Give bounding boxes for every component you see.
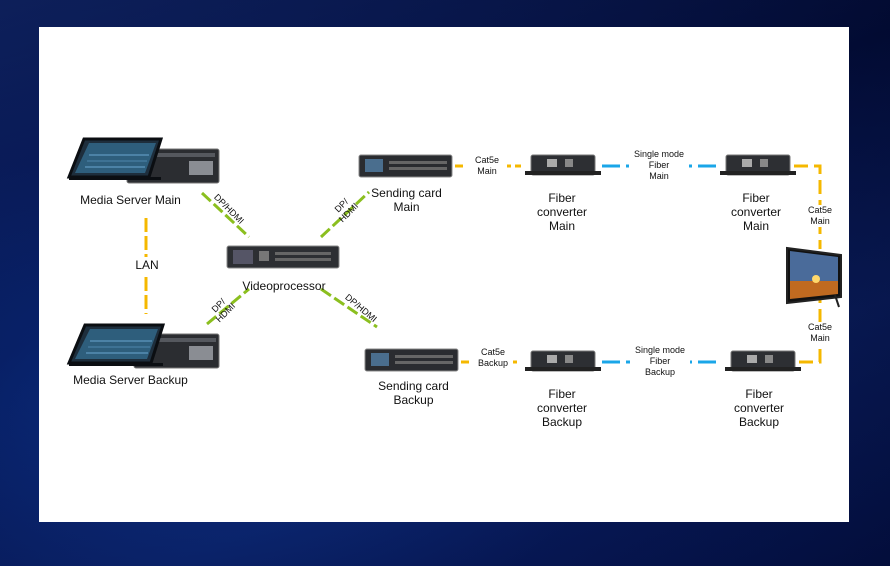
- fiber-converter-backup-1-label: Fiber converter Backup: [527, 387, 597, 429]
- cat5e-backup-label-line2: Backup: [477, 358, 509, 368]
- sm-fiber-main-line2: Fiber: [648, 160, 670, 170]
- cat5e-main-label-1-line2: Main: [477, 166, 497, 176]
- fcb2-line2: converter: [733, 401, 785, 415]
- lan-label: LAN: [127, 258, 167, 272]
- fcm1-line1: Fiber: [548, 191, 576, 205]
- sending-card-main-line2: Main: [393, 200, 420, 214]
- sending-card-main-label: Sending card Main: [359, 186, 454, 214]
- cat5e-main-label-1-line1: Cat5e: [474, 155, 500, 165]
- fiber-converter-backup-2-label: Fiber converter Backup: [724, 387, 794, 429]
- fcb1-line3: Backup: [541, 415, 583, 429]
- cat5e-main-label-2-line2: Main: [810, 216, 830, 226]
- sending-card-backup-label: Sending card Backup: [366, 379, 461, 407]
- fiber-converter-main-2-image: [720, 154, 796, 176]
- sending-card-main-line1: Sending card: [371, 186, 442, 200]
- sm-fiber-backup-line3: Backup: [644, 367, 676, 377]
- fcb2-line1: Fiber: [745, 387, 773, 401]
- fcm1-line2: converter: [536, 205, 588, 219]
- fcm2-line3: Main: [742, 219, 769, 233]
- fiber-converter-main-1-image: [525, 154, 601, 176]
- videoprocessor-image: [226, 245, 340, 269]
- fiber-converter-backup-2-image: [725, 350, 801, 372]
- diagram-slide: Media Server Main Media Server Backup LA…: [39, 27, 849, 522]
- hdmi-link-3: [319, 190, 371, 239]
- led-display-image: [786, 246, 842, 308]
- cat5e-main-label-3-line1: Cat5e: [807, 322, 833, 332]
- cat5e-main-label-3-line2: Main: [810, 333, 830, 343]
- sending-card-main-image: [358, 154, 453, 178]
- fiber-converter-backup-1-image: [525, 350, 601, 372]
- media-server-main-label: Media Server Main: [80, 193, 181, 207]
- sending-card-backup-line1: Sending card: [378, 379, 449, 393]
- cat5e-main-label-1: Cat5e Main: [467, 155, 507, 177]
- media-server-main-image: [66, 137, 220, 184]
- fcm2-line1: Fiber: [742, 191, 770, 205]
- hdmi-link-4: [320, 287, 378, 329]
- cat5e-backup-label: Cat5e Backup: [473, 347, 513, 369]
- sm-fiber-backup-line2: Fiber: [649, 356, 671, 366]
- cat5e-main-label-2-line1: Cat5e: [807, 205, 833, 215]
- connection-lines: [66, 137, 842, 372]
- sm-fiber-main-line3: Main: [649, 171, 669, 181]
- fcm2-line2: converter: [730, 205, 782, 219]
- media-server-backup-image: [66, 323, 220, 369]
- cat5e-main-link-3: [799, 295, 822, 364]
- fcm1-line3: Main: [548, 219, 575, 233]
- single-mode-fiber-main-label: Single mode Fiber Main: [629, 149, 689, 182]
- fcb1-line2: converter: [536, 401, 588, 415]
- fiber-converter-main-1-label: Fiber converter Main: [527, 191, 597, 233]
- cat5e-backup-label-line1: Cat5e: [480, 347, 506, 357]
- fiber-converter-main-2-label: Fiber converter Main: [721, 191, 791, 233]
- fcb2-line3: Backup: [738, 415, 780, 429]
- hdmi-link-2: [206, 287, 250, 326]
- sm-fiber-main-line1: Single mode: [633, 149, 685, 159]
- hdmi-link-1: [200, 191, 251, 239]
- sm-fiber-backup-line1: Single mode: [634, 345, 686, 355]
- media-server-backup-label: Media Server Backup: [73, 373, 188, 387]
- fcb1-line1: Fiber: [548, 387, 576, 401]
- single-mode-fiber-backup-label: Single mode Fiber Backup: [630, 345, 690, 378]
- cat5e-main-label-3: Cat5e Main: [801, 322, 839, 344]
- sending-card-backup-line2: Backup: [393, 393, 434, 407]
- videoprocessor-label: Videoprocessor: [242, 279, 326, 293]
- sending-card-backup-image: [364, 348, 459, 372]
- cat5e-main-label-2: Cat5e Main: [801, 205, 839, 227]
